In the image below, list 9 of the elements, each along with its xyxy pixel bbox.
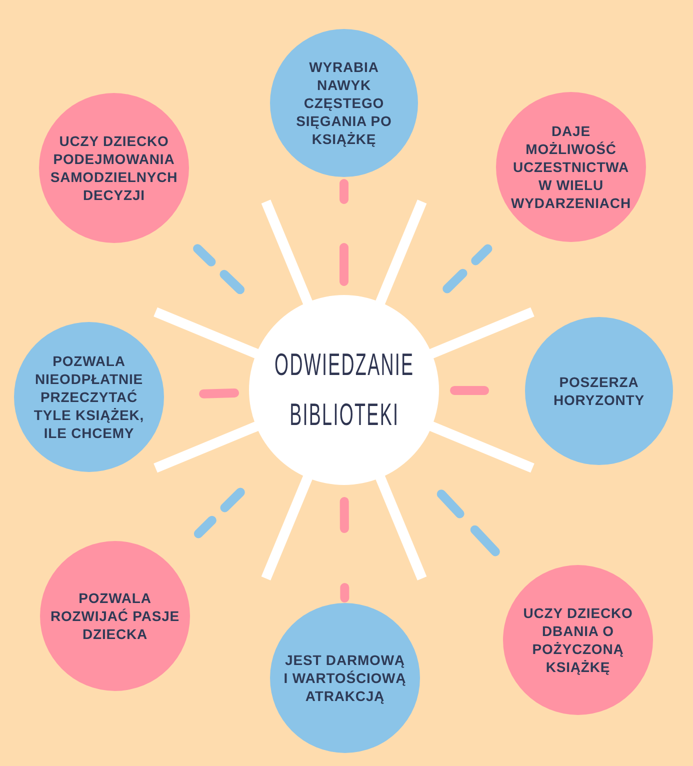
benefit-label: POSZERZA HORYZONTY <box>552 373 646 409</box>
benefit-label: JEST DARMOWĄ I WARTOŚCIOWĄ ATRAKCJĄ <box>283 651 407 705</box>
benefit-label: POZWALA ROZWIJAĆ PASJE DZIECKA <box>49 589 181 643</box>
benefit-label: POZWALA NIEODPŁATNIE PRZECZYTAĆ TYLE KSIĄŻEK, ILE CHCEMY <box>32 352 146 442</box>
benefit-label: DAJE MOŻLIWOŚĆ UCZESTNICTWA W WIELU WYDARZENIACH <box>510 122 632 212</box>
benefit-label: UCZY DZIECKO DBANIA O POŻYCZONĄ KSIĄŻKĘ <box>522 604 634 676</box>
benefit-label: WYRABIA NAWYK CZĘSTEGO SIĘGANIA PO KSIĄŻKĘ <box>295 58 393 148</box>
hub-title: ODWIEDZANIE BIBLIOTEKI <box>274 346 414 434</box>
benefit-label: UCZY DZIECKO PODEJMOWANIA SAMODZIELNYCH DECYZJI <box>49 132 179 204</box>
